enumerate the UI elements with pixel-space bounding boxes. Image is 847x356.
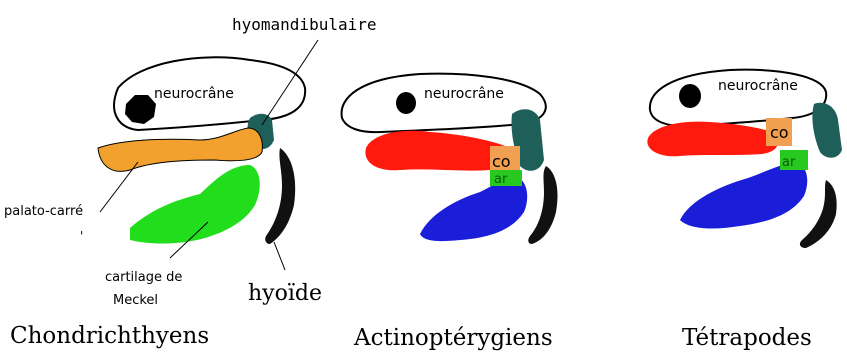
co-label-3: co (770, 123, 789, 142)
co-label-2: co (492, 152, 511, 171)
neurocrane-label-3: neurocrâne (718, 78, 798, 94)
orbit-2 (396, 92, 416, 114)
panel-title-chondrichthyens: Chondrichthyens (10, 323, 209, 349)
panel-actinopterygiens: neurocrâne co ar Actinoptérygiens (342, 74, 558, 351)
palatoquadrate-1 (98, 128, 262, 171)
leader-hyoide (274, 242, 285, 270)
upper-jaw-2 (365, 131, 505, 171)
panel-tetrapodes: neurocrâne co ar Tétrapodes (647, 70, 842, 351)
neurocrane-label-2: neurocrâne (424, 86, 504, 102)
cartilage-label-line1: cartilage de (105, 270, 182, 285)
hyoid-arch-2 (528, 166, 557, 244)
hyoide-label: hyoïde (248, 281, 322, 306)
tick-mark: ' (80, 229, 83, 243)
cartilage-label-line2: Meckel (113, 293, 158, 308)
hyomandibulaire-label: hyomandibulaire (232, 15, 377, 34)
ar-label-2: ar (494, 172, 508, 187)
hyoid-arch-1 (265, 148, 295, 244)
palato-carre-label: palato-carré (4, 204, 83, 219)
meckel-cartilage-1 (130, 165, 260, 244)
lower-jaw-3 (680, 162, 807, 228)
ar-label-3: ar (782, 155, 796, 170)
orbit-3 (679, 84, 701, 108)
panel-title-actinopterygiens: Actinoptérygiens (353, 325, 553, 351)
hyomandibular-3 (812, 103, 842, 158)
neurocrane-label-1: neurocrâne (154, 86, 234, 102)
panel-title-tetrapodes: Tétrapodes (682, 325, 812, 351)
panel-chondrichthyens: neurocrâne hyomandibulaire palato-carré … (4, 15, 377, 349)
upper-jaw-3 (647, 122, 778, 157)
